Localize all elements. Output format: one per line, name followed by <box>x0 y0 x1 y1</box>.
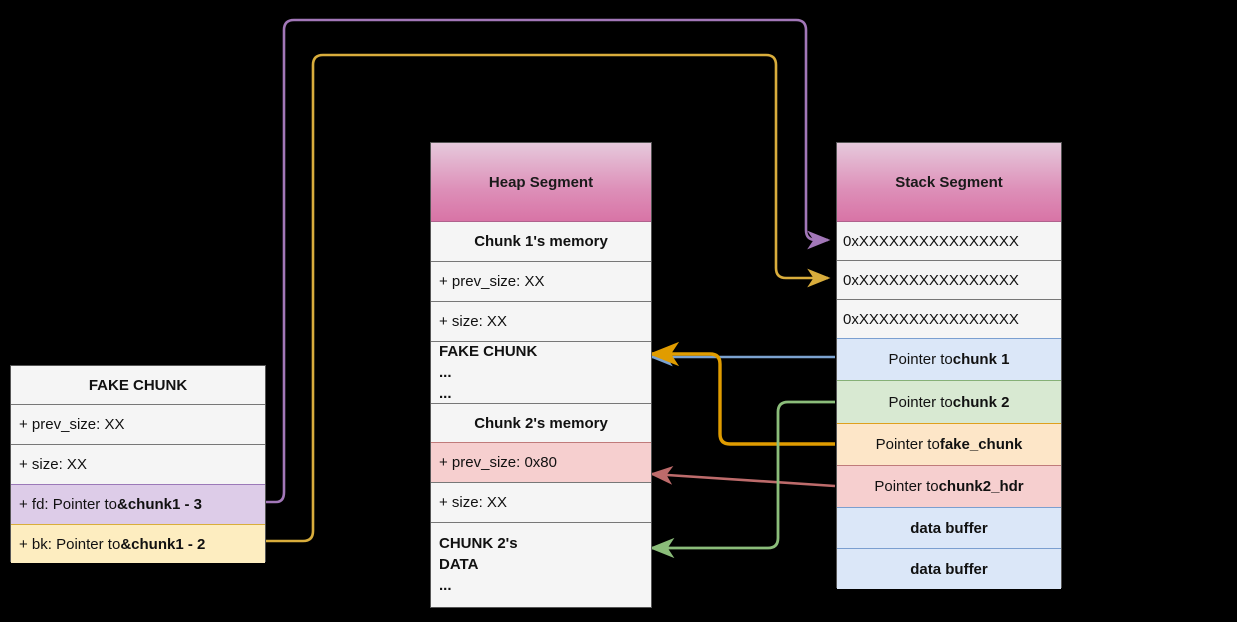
wire-fake-chunk-ptr-to-fake-chunk <box>648 341 835 446</box>
fake-chunk-title: FAKE CHUNK <box>11 366 265 404</box>
fake-chunk-row-prev-size: + prev_size: XX <box>11 404 265 444</box>
heap-fake-chunk-dots-2: ... <box>439 385 452 403</box>
wire-chunk2-to-chunk2-data <box>649 400 835 559</box>
heap-fake-chunk-dots-1: ... <box>439 363 452 381</box>
heap-row-chunk1-memory: Chunk 1's memory <box>431 222 651 261</box>
stack-row-address-3: 0xXXXXXXXXXXXXXXXX <box>837 299 1061 338</box>
heap-row-chunk1-size: + size: XX <box>431 301 651 341</box>
heap-row-chunk1-prev-size: + prev_size: XX <box>431 261 651 301</box>
fake-chunk-row-bk: + bk: Pointer to &chunk1 - 2 <box>11 524 265 563</box>
fake-chunk-table: FAKE CHUNK + prev_size: XX + size: XX + … <box>10 365 266 563</box>
stack-row-data-buffer-2: data buffer <box>837 548 1061 589</box>
stack-chunk2-hdr-target: chunk2_hdr <box>938 478 1024 495</box>
wire-chunk2hdr-to-prev-size <box>649 466 836 488</box>
heap-segment-header: Heap Segment <box>431 143 651 222</box>
heap-chunk2-data-line-2: DATA <box>439 555 479 573</box>
fake-chunk-row-fd: + fd: Pointer to &chunk1 - 3 <box>11 484 265 524</box>
stack-chunk2-hdr-prefix: Pointer to <box>874 478 939 495</box>
heap-segment-table: Heap Segment Chunk 1's memory + prev_siz… <box>430 142 652 608</box>
wire-fd-to-stack-slot-1 <box>266 18 831 504</box>
stack-row-address-2: 0xXXXXXXXXXXXXXXXX <box>837 260 1061 299</box>
fake-chunk-fd-target: &chunk1 - 3 <box>116 496 203 513</box>
stack-fake-chunk-prefix: Pointer to <box>875 436 940 453</box>
stack-chunk1-target: chunk 1 <box>952 351 1010 368</box>
fake-chunk-row-size: + size: XX <box>11 444 265 484</box>
stack-chunk2-target: chunk 2 <box>952 393 1010 411</box>
stack-row-pointer-chunk1: Pointer to chunk 1 <box>837 338 1061 380</box>
stack-segment-table: Stack Segment 0xXXXXXXXXXXXXXXXX 0xXXXXX… <box>836 142 1062 589</box>
stack-row-pointer-chunk2: Pointer to chunk 2 <box>837 380 1061 423</box>
heap-row-chunk2-data: CHUNK 2's DATA ... <box>431 522 651 606</box>
heap-chunk2-data-dots: ... <box>439 577 452 595</box>
stack-row-data-buffer-1: data buffer <box>837 507 1061 548</box>
heap-row-chunk2-prev-size: + prev_size: 0x80 <box>431 442 651 482</box>
heap-row-fake-chunk: FAKE CHUNK ... ... <box>431 341 651 403</box>
stack-chunk1-prefix: Pointer to <box>888 351 953 368</box>
stack-row-address-1: 0xXXXXXXXXXXXXXXXX <box>837 222 1061 260</box>
fake-chunk-bk-prefix: + bk: Pointer to <box>19 535 121 553</box>
heap-row-chunk2-size: + size: XX <box>431 482 651 522</box>
heap-fake-chunk-label: FAKE CHUNK <box>439 342 538 360</box>
fake-chunk-fd-prefix: + fd: Pointer to <box>19 496 117 513</box>
fake-chunk-bk-target: &chunk1 - 2 <box>120 535 206 553</box>
stack-fake-chunk-target: fake_chunk <box>939 436 1023 453</box>
heap-row-chunk2-memory: Chunk 2's memory <box>431 403 651 442</box>
stack-row-pointer-chunk2-hdr: Pointer to chunk2_hdr <box>837 465 1061 507</box>
wire-bk-to-stack-slot-2 <box>266 53 831 543</box>
stack-segment-header: Stack Segment <box>837 143 1061 222</box>
heap-chunk2-data-label: CHUNK 2's <box>439 534 518 552</box>
stack-row-pointer-fake-chunk: Pointer to fake_chunk <box>837 423 1061 465</box>
stack-chunk2-prefix: Pointer to <box>888 393 953 411</box>
